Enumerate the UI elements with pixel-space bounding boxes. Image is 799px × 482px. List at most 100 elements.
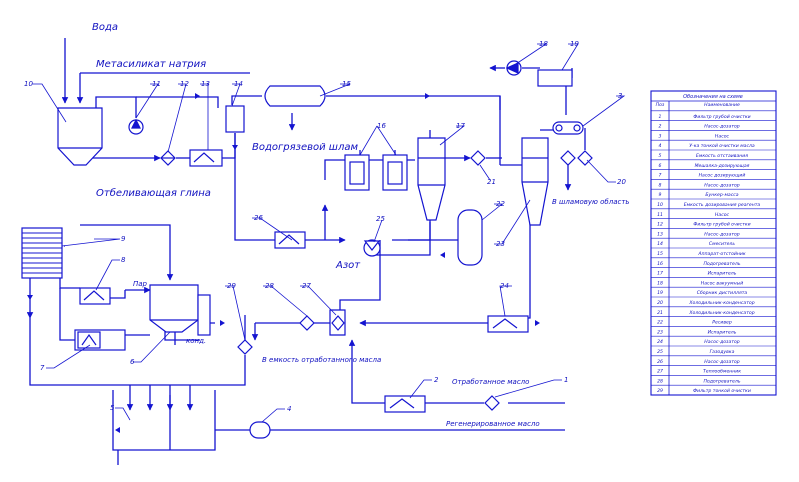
- num-26: 26: [254, 214, 263, 222]
- num-25: 25: [376, 215, 385, 223]
- legend-row-pos: 6: [659, 163, 662, 169]
- legend-row-pos: 24: [657, 339, 663, 345]
- dosing-mixer-6: [149, 284, 199, 333]
- label-water-mud-sludge: Водогрязевой шлам: [252, 142, 358, 153]
- legend-row-pos: 9: [659, 192, 662, 198]
- legend-row-name: Емкость отстаивания: [696, 153, 748, 159]
- num-16: 16: [377, 122, 386, 130]
- legend-row-pos: 3: [659, 133, 662, 139]
- num-20: 20: [617, 178, 626, 186]
- label-nitrogen: Азот: [335, 260, 361, 271]
- legend-row-pos: 25: [657, 349, 663, 355]
- legend-row-name: Насос-дозатор: [704, 231, 740, 237]
- legend-row-name: Испаритель: [708, 271, 737, 277]
- legend-row-pos: 17: [657, 271, 663, 277]
- doser-8: [79, 287, 111, 305]
- legend-row-pos: 11: [657, 212, 663, 218]
- legend-row-name: Ресивер: [712, 320, 732, 326]
- num-8: 8: [121, 256, 126, 264]
- legend-row-pos: 19: [657, 290, 663, 296]
- doser-13: [189, 149, 223, 167]
- num-3: 3: [618, 92, 622, 100]
- legend-row-pos: 5: [659, 153, 662, 159]
- legend-row-name: Испаритель: [708, 329, 737, 335]
- legend-row-name: Емкость дозирования реагента: [684, 202, 761, 208]
- num-1: 1: [564, 376, 568, 384]
- legend-row-pos: 16: [657, 261, 663, 267]
- legend-row-name: Насос-дозатор: [704, 339, 740, 345]
- equipment: [21, 60, 593, 439]
- num-24: 24: [500, 282, 509, 290]
- label-bleaching-clay: Отбеливающая глина: [96, 187, 211, 199]
- label-condensate: конд.: [186, 337, 206, 345]
- legend-row-pos: 27: [657, 369, 663, 375]
- legend-row-name: Подогреватель: [703, 378, 740, 384]
- legend-row-pos: 13: [657, 231, 663, 237]
- doser-26: [274, 231, 306, 249]
- num-29: 29: [227, 282, 236, 290]
- doser-2: [384, 395, 426, 413]
- num-17: 17: [456, 122, 465, 130]
- legend-row-pos: 10: [657, 202, 663, 208]
- filter-29: [237, 339, 253, 355]
- legend-row-name: Фильтр тонкой очистки: [693, 388, 751, 394]
- num-21: 21: [487, 178, 496, 186]
- legend-row-name: Фильтр грубой очистки: [693, 114, 750, 120]
- label-sodium-metasilicate: Метасиликат натрия: [96, 59, 206, 70]
- legend-row-pos: 22: [657, 320, 663, 326]
- bunker-hatching: [22, 232, 62, 274]
- legend-row-pos: 28: [657, 378, 663, 384]
- legend-row-name: Подогреватель: [703, 261, 740, 267]
- num-19: 19: [570, 40, 579, 48]
- legend-row-pos: 18: [657, 280, 663, 286]
- reagent-tank-10: [57, 107, 103, 166]
- settler-15: [264, 85, 326, 107]
- num-10: 10: [24, 80, 33, 88]
- legend-row-name: Теплообменник: [703, 369, 741, 375]
- num-14: 14: [234, 80, 243, 88]
- label-steam: Пар: [133, 280, 148, 288]
- legend-row-name: Насос-дозатор: [704, 359, 740, 365]
- legend-row-pos: 26: [657, 359, 663, 365]
- heater-28: [299, 315, 315, 331]
- num-28: 28: [265, 282, 274, 290]
- num-22: 22: [496, 200, 505, 208]
- legend-row-pos: 7: [659, 173, 662, 179]
- legend-row-pos: 4: [659, 143, 662, 149]
- num-2: 2: [434, 376, 439, 384]
- legend-row-name: Насос дозирующий: [699, 173, 746, 179]
- stream-labels: Вода Метасиликат натрия Водогрязевой шла…: [92, 22, 630, 428]
- legend-row-pos: 23: [657, 329, 663, 335]
- num-18: 18: [539, 40, 548, 48]
- condenser-21: [470, 150, 486, 166]
- legend-row-pos: 14: [657, 241, 663, 247]
- legend-row-name: Насос: [715, 212, 730, 218]
- evaporator-17: [417, 137, 446, 221]
- doser-24: [487, 315, 529, 333]
- leader-lines: [32, 43, 626, 423]
- legend-row-pos: 21: [657, 310, 663, 316]
- legend-header-pos: Поз: [656, 102, 665, 108]
- legend-row-name: Сборник дистиллята: [697, 290, 748, 296]
- legend-row-pos: 1: [659, 114, 662, 120]
- num-7: 7: [40, 364, 45, 372]
- num-9: 9: [121, 235, 126, 243]
- num-6: 6: [130, 358, 135, 366]
- legend-row-pos: 29: [657, 388, 663, 394]
- legend-row-name: Фильтр грубой очистки: [693, 222, 750, 228]
- num-5: 5: [110, 404, 115, 412]
- num-4: 4: [287, 405, 291, 413]
- legend-row-pos: 12: [657, 222, 663, 228]
- legend-row-pos: 20: [657, 300, 663, 306]
- legend-row-name: Насос-дозатор: [704, 124, 740, 130]
- legend-row-name: Смеситель: [709, 241, 735, 247]
- distillate-collector-19: [537, 69, 573, 87]
- legend-row-name: Аппарат-отстойник: [697, 251, 746, 257]
- legend-row-name: Газодувка: [710, 349, 735, 355]
- legend-title: Обозначения на схеме: [683, 94, 743, 100]
- label-water: Вода: [92, 22, 118, 33]
